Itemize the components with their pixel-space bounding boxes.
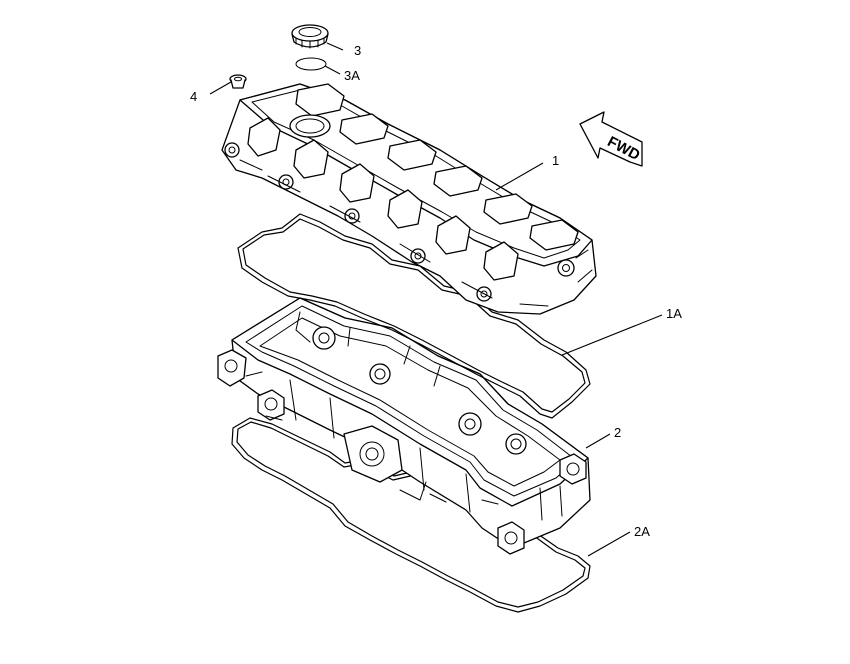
callout-3: 3 xyxy=(354,43,361,58)
fwd-arrow-icon: FWD xyxy=(579,111,643,167)
callout-labels: 3 3A 4 1 1A 2 2A xyxy=(190,43,682,539)
callout-3a: 3A xyxy=(344,68,360,83)
bolt-4 xyxy=(229,74,247,89)
o-ring-seal-3a xyxy=(295,57,327,71)
callout-1a: 1A xyxy=(666,306,682,321)
valve-cover-base-2 xyxy=(217,297,591,555)
callout-2: 2 xyxy=(614,425,621,440)
callout-1: 1 xyxy=(552,153,559,168)
leader-lines xyxy=(209,42,663,557)
upper-gasket-1a xyxy=(237,213,591,419)
valve-cover-1 xyxy=(221,83,597,315)
oil-filler-cap-3 xyxy=(291,24,329,49)
callout-4: 4 xyxy=(190,89,197,104)
callout-2a: 2A xyxy=(634,524,650,539)
